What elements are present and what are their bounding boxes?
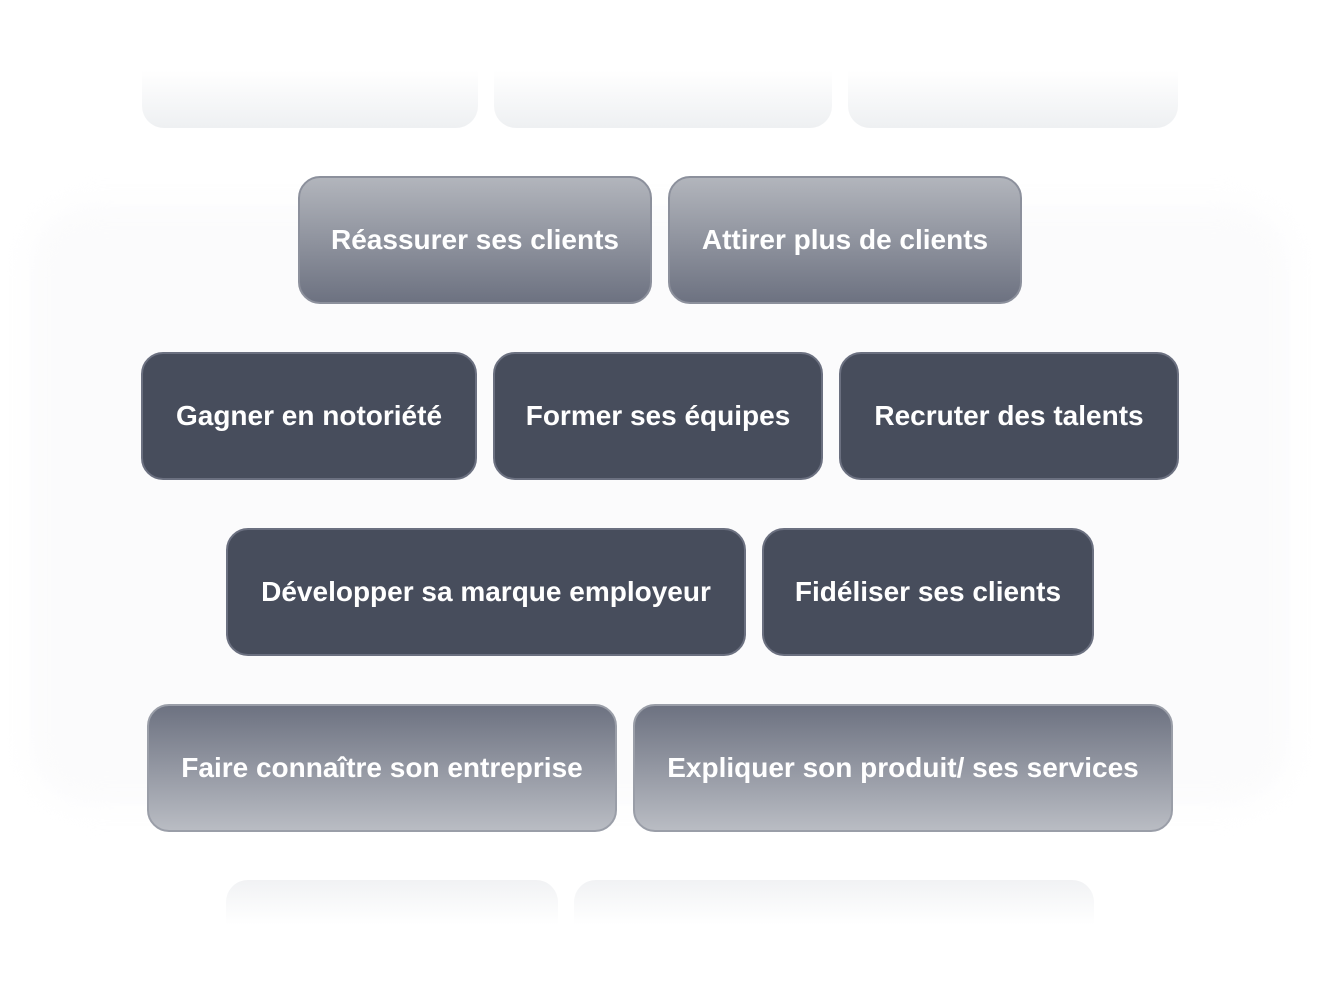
ghost-pill <box>494 0 832 128</box>
ghost-pill <box>574 880 1094 1008</box>
ghost-pill <box>226 880 558 1008</box>
goal-recruit-talent-button[interactable]: Recruter des talents <box>839 352 1179 480</box>
ghost-pill <box>848 0 1178 128</box>
goal-attract-clients-button[interactable]: Attirer plus de clients <box>668 176 1022 304</box>
goal-row-1: Réassurer ses clients Attirer plus de cl… <box>0 176 1320 304</box>
goal-brand-awareness-button[interactable]: Gagner en notoriété <box>141 352 477 480</box>
goal-row-4: Faire connaître son entreprise Expliquer… <box>0 704 1320 832</box>
goal-row-2: Gagner en notoriété Former ses équipes R… <box>0 352 1320 480</box>
ghost-row-bottom <box>0 880 1320 1008</box>
goal-company-awareness-button[interactable]: Faire connaître son entreprise <box>147 704 617 832</box>
goal-row-3: Développer sa marque employeur Fidéliser… <box>0 528 1320 656</box>
goal-reassure-clients-button[interactable]: Réassurer ses clients <box>298 176 652 304</box>
goal-train-teams-button[interactable]: Former ses équipes <box>493 352 823 480</box>
goal-employer-brand-button[interactable]: Développer sa marque employeur <box>226 528 746 656</box>
goal-client-loyalty-button[interactable]: Fidéliser ses clients <box>762 528 1094 656</box>
ghost-pill <box>142 0 478 128</box>
goal-explain-product-button[interactable]: Expliquer son produit/ ses services <box>633 704 1173 832</box>
ghost-row-top <box>0 0 1320 128</box>
